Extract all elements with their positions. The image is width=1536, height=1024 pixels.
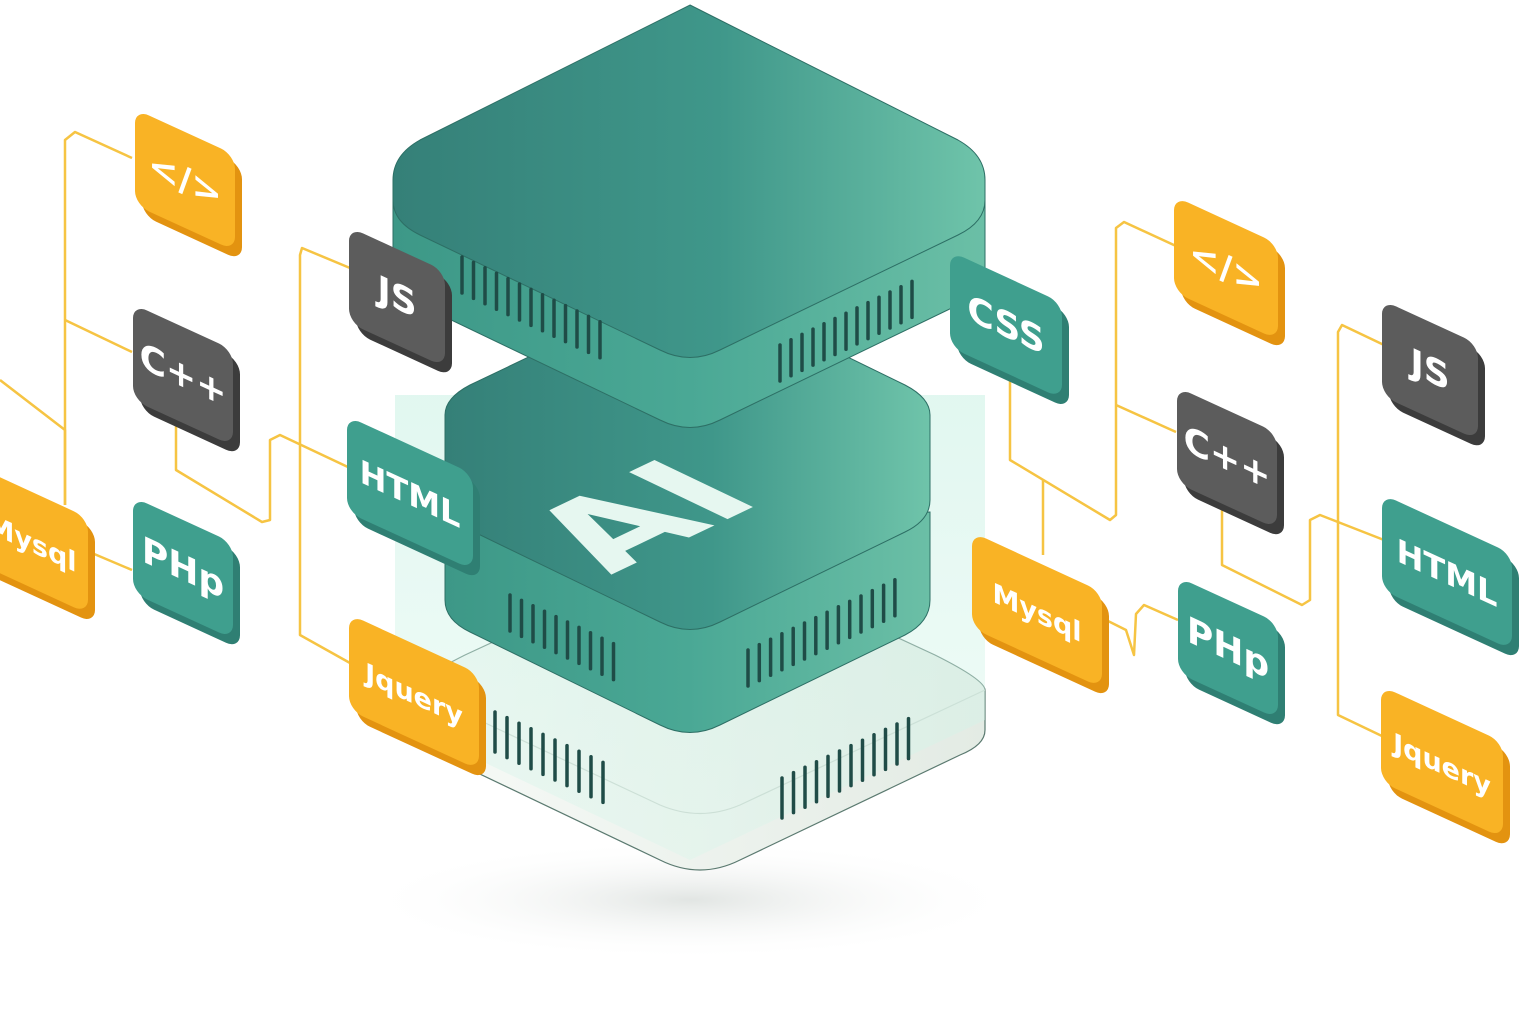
tile-center-js: JS (349, 231, 452, 373)
top-server-block (392, 4, 986, 428)
connection-wires (0, 130, 1385, 739)
tile-far-js: JS (1382, 304, 1485, 446)
tile-left-cpp: C++ (133, 309, 240, 452)
tile-left-php: PHp (133, 502, 240, 645)
tile-center-jquery: Jquery (349, 619, 486, 776)
tile-right-code: </> (1174, 201, 1285, 346)
floor-shadow (360, 840, 1020, 960)
tile-right-php: PHp (1178, 582, 1285, 725)
tile-center-html: HTML (347, 421, 480, 576)
server-vents (493, 710, 911, 820)
tile-right-mysql: Mysql (972, 537, 1109, 694)
tile-far-jquery: Jquery (1381, 690, 1510, 844)
tile-left-mysql: Mysql (0, 471, 95, 619)
tile-far-html: HTML (1382, 499, 1519, 656)
tile-left-code: </> (135, 114, 242, 257)
tile-center-css: CSS (950, 256, 1069, 404)
tile-right-cpp: C++ (1177, 392, 1284, 535)
